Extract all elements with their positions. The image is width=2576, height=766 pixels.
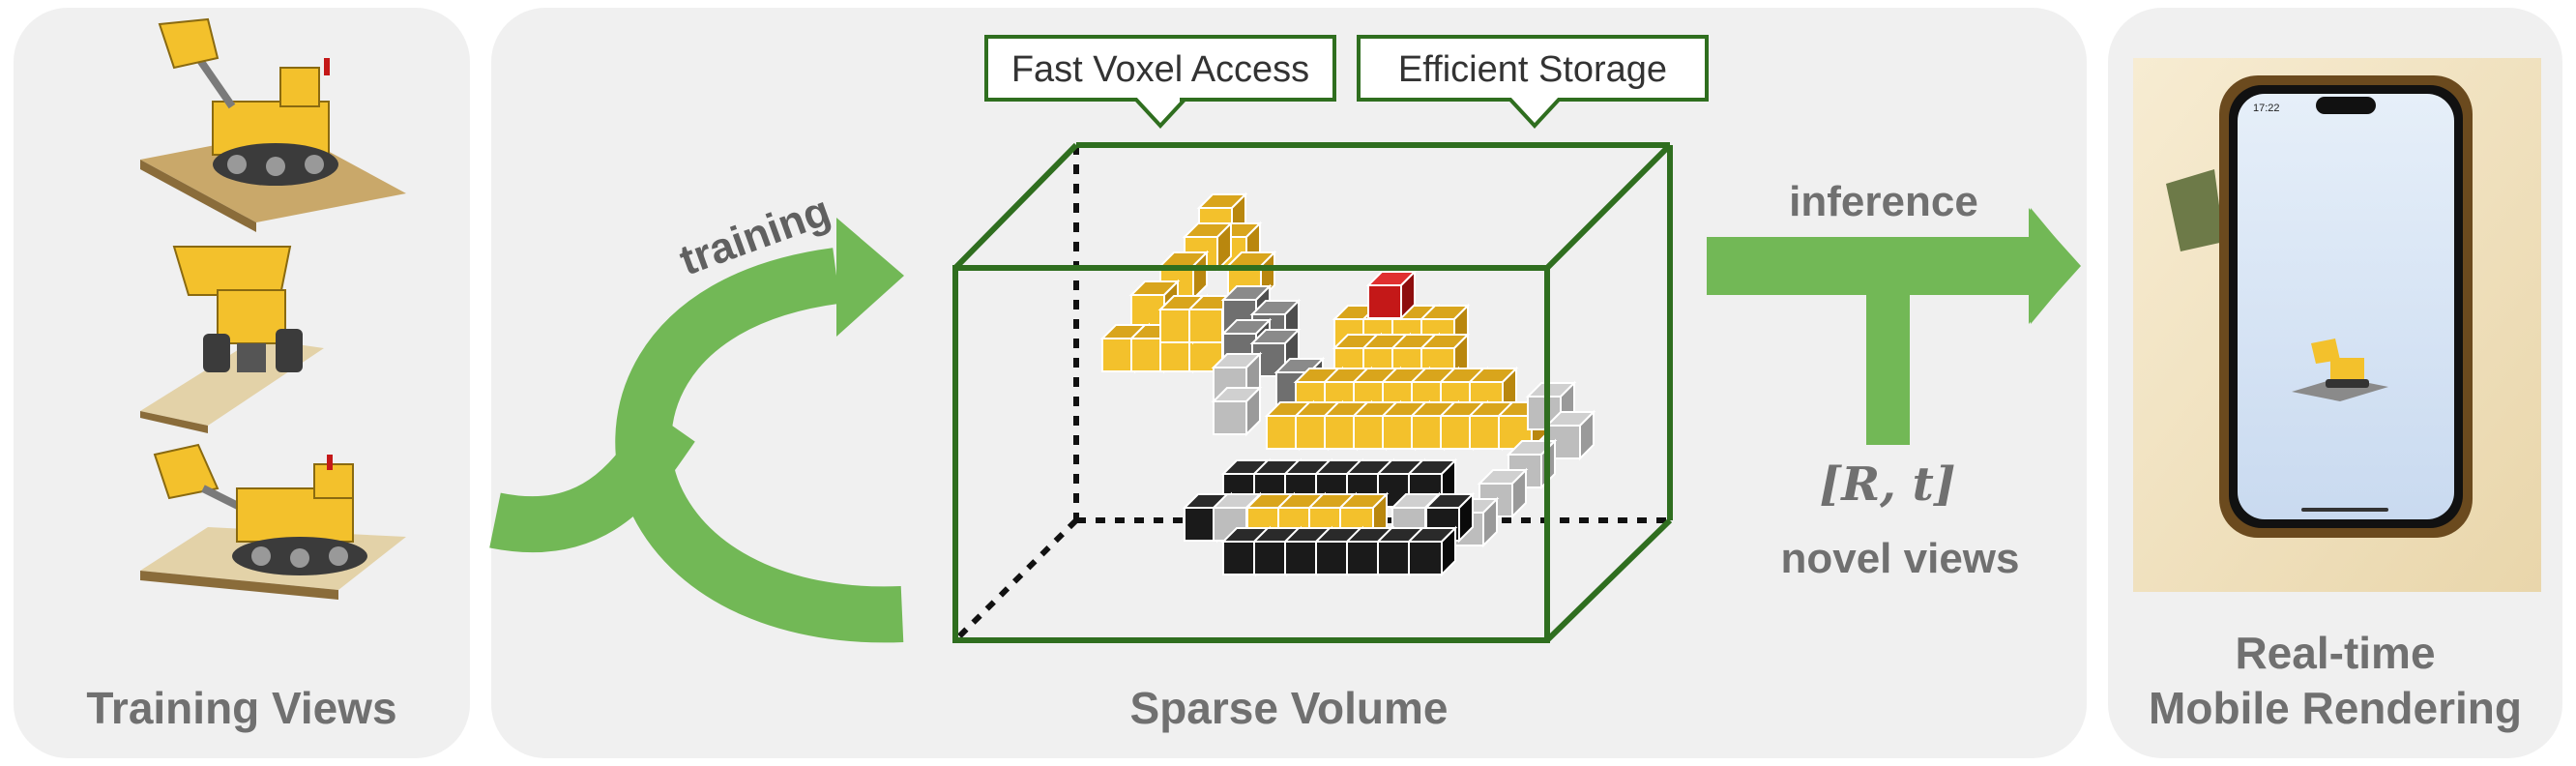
- phone-time: 17:22: [2253, 103, 2280, 114]
- voxel: [1406, 525, 1458, 577]
- training-view-image-3: [140, 443, 406, 600]
- mobile-title-line1: Real-time: [2235, 628, 2436, 678]
- inference-arrow: [1707, 208, 2081, 445]
- voxel-cluster: [1099, 192, 1596, 577]
- voxel: [1211, 385, 1263, 437]
- mobile-title-line2: Mobile Rendering: [2149, 683, 2522, 733]
- voxel: [1225, 250, 1277, 302]
- callout-fast-voxel-access-text: Fast Voxel Access: [1011, 49, 1309, 90]
- voxel: [1544, 409, 1596, 461]
- training-view-image-2: [140, 246, 324, 433]
- training-view-image-1: [140, 17, 406, 232]
- sparse-volume-title: Sparse Volume: [1129, 683, 1449, 733]
- volume-box: [952, 142, 1673, 643]
- callout-efficient-storage-text: Efficient Storage: [1398, 49, 1667, 90]
- novel-views-label: novel views: [1780, 535, 2019, 582]
- inference-label: inference: [1789, 178, 1978, 225]
- voxel: [1365, 269, 1418, 321]
- training-views-title: Training Views: [86, 683, 397, 733]
- training-arrow: [489, 218, 904, 643]
- phone-photo: 17:22: [2133, 58, 2541, 592]
- pose-label: [R, t]: [1820, 457, 1956, 512]
- callout-fast-voxel-access: Fast Voxel Access: [984, 35, 1336, 129]
- callout-efficient-storage: Efficient Storage: [1357, 35, 1709, 129]
